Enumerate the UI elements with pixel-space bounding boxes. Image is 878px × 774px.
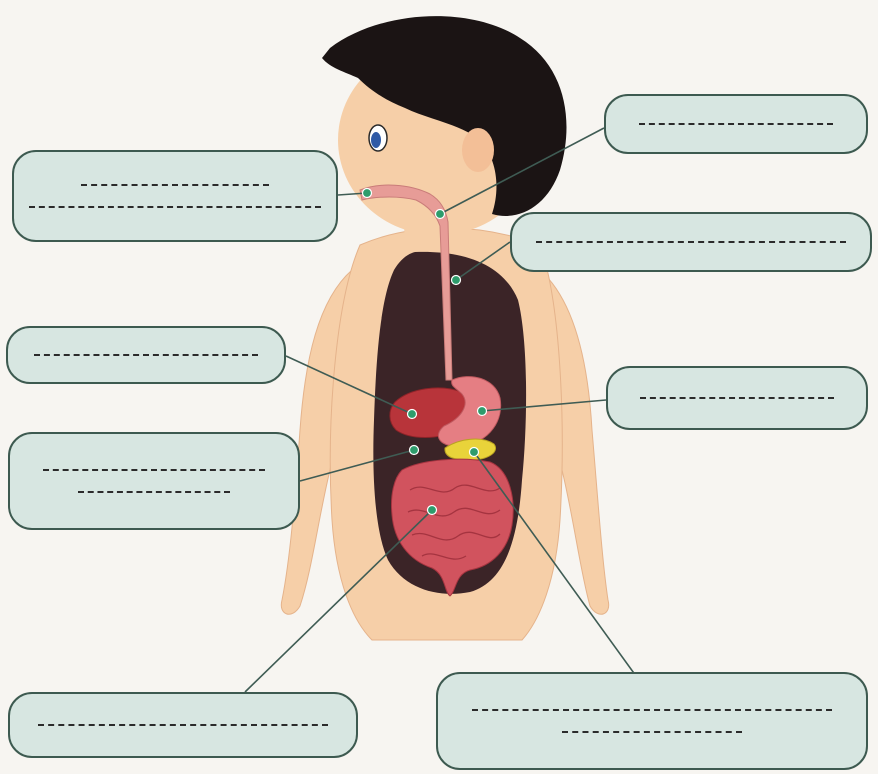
answer-blank[interactable] [78,491,230,493]
label-box-liver[interactable] [6,326,286,384]
answer-blank[interactable] [34,354,258,356]
label-box-stomach[interactable] [606,366,868,430]
answer-blank[interactable] [639,123,833,125]
answer-blank[interactable] [29,206,321,208]
answer-blank[interactable] [81,184,269,186]
answer-blank[interactable] [536,241,846,243]
label-box-pancreas-anus[interactable] [436,672,868,770]
answer-blank[interactable] [38,724,328,726]
label-box-small-intestine[interactable] [8,432,300,530]
answer-blank[interactable] [43,469,265,471]
answer-blank[interactable] [562,731,742,733]
ear [462,128,494,172]
label-box-mouth[interactable] [12,150,338,242]
label-box-pharynx[interactable] [604,94,868,154]
pupil [371,132,381,148]
label-box-large-intestine[interactable] [8,692,358,758]
answer-blank[interactable] [472,709,832,711]
answer-blank[interactable] [640,397,834,399]
label-box-esophagus[interactable] [510,212,872,272]
